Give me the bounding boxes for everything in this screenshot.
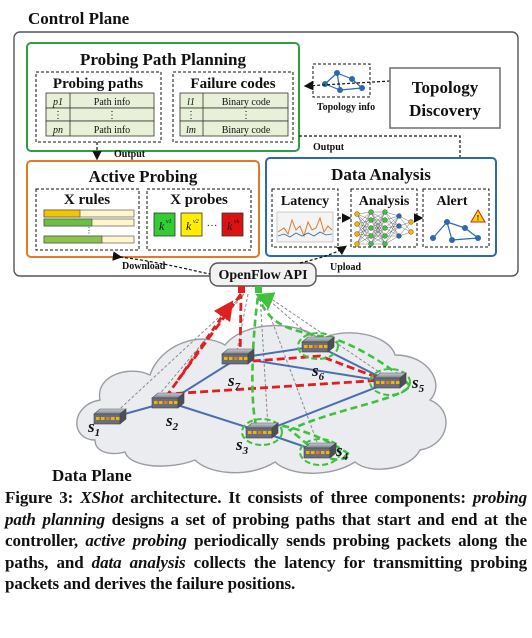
latency-chart-icon	[276, 211, 334, 243]
switch-s5	[373, 372, 407, 389]
s6-highlight	[297, 332, 339, 360]
neural-network-icon	[354, 209, 414, 247]
probing-path-planning-title: Probing Path Planning	[80, 50, 246, 69]
probe-packet-2	[180, 212, 203, 237]
probing-paths-panel	[35, 71, 162, 143]
path-id-cell: p1	[52, 97, 63, 108]
binary-code-cell: Binary code	[222, 125, 271, 136]
figure-caption: Figure 3: XShot architecture. It consist…	[5, 488, 528, 593]
openflow-api-box	[209, 262, 317, 287]
svg-text:v1: v1	[166, 219, 172, 225]
latency-label: Latency	[281, 194, 329, 209]
probing-paths-table: p1 Path info ⋮ ⋮ pn Path info	[45, 92, 155, 137]
green-path-arrow	[255, 292, 276, 310]
red-port	[238, 286, 245, 293]
green-port	[255, 286, 262, 293]
probing-paths-title: Probing paths	[53, 76, 143, 92]
switch-label-s6: s6	[311, 361, 325, 383]
link-id-cell: l1	[187, 97, 195, 108]
ellipsis-cell: ⋮	[107, 110, 117, 121]
active-probing-title: Active Probing	[89, 167, 198, 186]
switch-label-s3: s3	[235, 435, 249, 457]
control-plane-title: Control Plane	[28, 9, 130, 28]
svg-text:vk: vk	[234, 219, 240, 225]
failure-codes-panel	[172, 71, 294, 143]
failure-codes-table: l1 Binary code ⋮ ⋮ lm Binary code	[179, 92, 289, 137]
data-analysis-title: Data Analysis	[331, 165, 431, 184]
x-rules-title: X rules	[64, 192, 110, 208]
topology-info-label: Topology info	[317, 102, 375, 113]
switch-s6	[301, 336, 335, 353]
upload-label: Upload	[330, 262, 362, 273]
download-label: Download	[122, 261, 166, 272]
svg-text:!: !	[477, 214, 480, 223]
probe-packet-1	[153, 212, 176, 237]
switch-label-s5: s5	[411, 373, 425, 395]
switch-s4	[303, 442, 337, 459]
topology-info-arrow	[303, 80, 391, 91]
x-probes-title: X probes	[170, 192, 228, 208]
upload-arrow	[299, 245, 347, 264]
s3-highlight	[241, 418, 283, 446]
svg-text:v2: v2	[193, 219, 199, 225]
svg-text:···: ···	[207, 220, 218, 232]
probe-packets: k v1 k v2 ··· k vk	[153, 212, 244, 237]
topology-discovery-line1: Topology	[412, 78, 479, 97]
ellipsis-cell: ⋮	[53, 110, 63, 121]
topology-discovery-box	[389, 67, 501, 129]
path-info-cell: Path info	[94, 97, 130, 108]
x-probes-panel	[146, 188, 252, 251]
download-arrow	[112, 251, 211, 275]
failure-codes-title: Failure codes	[190, 76, 275, 92]
alert-panel	[422, 188, 490, 248]
path-id-cell: pn	[52, 125, 63, 136]
link-id-cell: lm	[186, 125, 196, 136]
openflow-api-label: OpenFlow API	[218, 268, 307, 283]
alert-label: Alert	[436, 194, 467, 209]
s5-highlight	[369, 368, 411, 396]
switch-s1	[93, 408, 127, 425]
switch-label-s2: s2	[165, 411, 179, 433]
warning-icon	[470, 209, 486, 223]
svg-text:⋮: ⋮	[85, 226, 93, 235]
s4-highlight	[299, 438, 341, 466]
data-plane-cloud	[76, 324, 447, 474]
switch-s2	[151, 392, 185, 409]
architecture-diagram: Control Plane Probing Path Planning Prob…	[13, 9, 519, 485]
binary-code-cell: Binary code	[222, 97, 271, 108]
svg-text:k: k	[227, 219, 233, 233]
switch-s3	[245, 422, 279, 439]
network-graph-icon	[322, 70, 365, 93]
ellipsis-cell: ⋮	[186, 110, 196, 121]
analysis-label: Analysis	[359, 194, 410, 209]
switch-label-s1: s1	[87, 417, 100, 439]
red-path-arrow	[176, 300, 234, 381]
x-rules-panel	[35, 188, 140, 251]
switch-label-s7: s7	[227, 371, 241, 393]
rules-table-icon: ⋮	[43, 209, 135, 244]
probe-packet-k	[221, 212, 244, 237]
topology-discovery-line2: Discovery	[409, 101, 481, 120]
alert-graph-icon: !	[430, 209, 486, 243]
switch-s7	[221, 348, 255, 365]
switch-label-s4: s4	[335, 441, 349, 463]
ellipsis-cell: ⋮	[241, 110, 251, 121]
data-plane-title: Data Plane	[52, 466, 132, 485]
path-info-cell: Path info	[94, 125, 130, 136]
output-label-right: Output	[313, 142, 345, 153]
svg-text:k: k	[159, 219, 165, 233]
svg-text:k: k	[186, 219, 192, 233]
output-label-left: Output	[114, 149, 146, 160]
